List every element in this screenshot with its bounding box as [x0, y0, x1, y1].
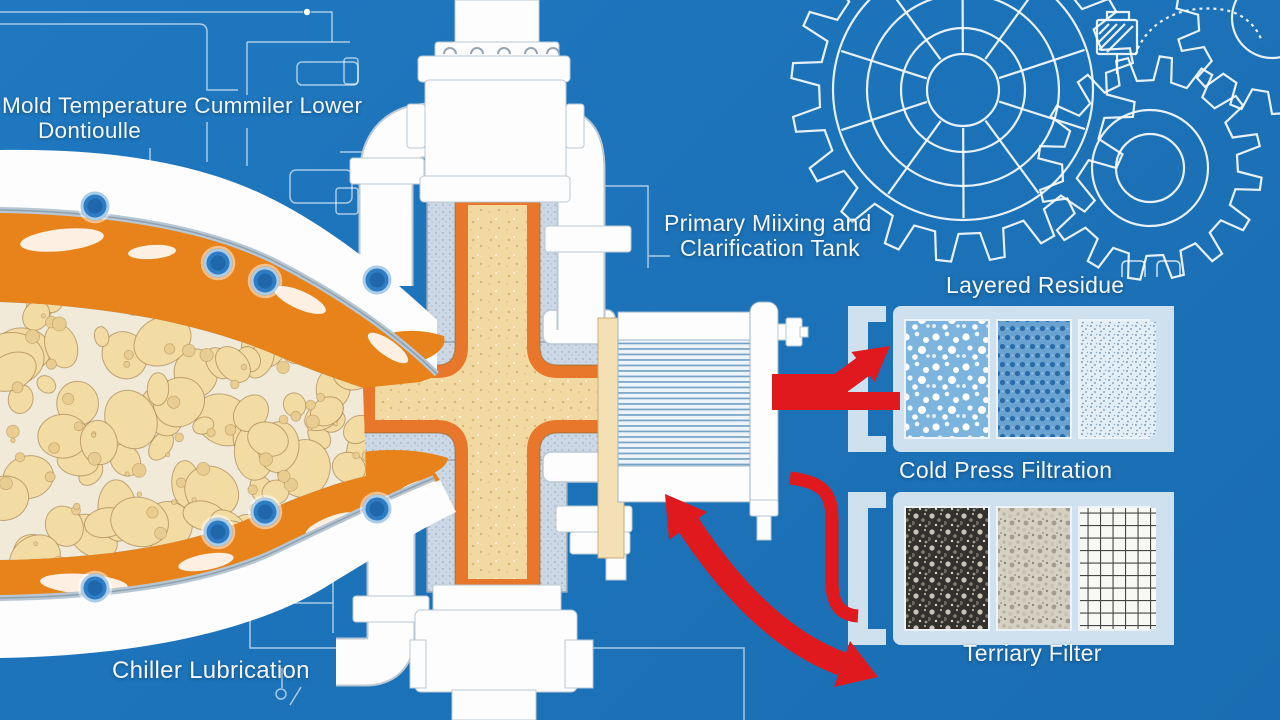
- label-primary-mixing-tank: Primary Miixing and Clarification Tank: [664, 210, 872, 262]
- cooling-filter-unit: [597, 301, 809, 559]
- body-lower-flange: [419, 175, 571, 203]
- molten-highlights: [20, 228, 435, 595]
- recirculation-arrowhead-down: [834, 641, 878, 687]
- lower-left-flange: [352, 595, 430, 623]
- right-bracket: [1150, 306, 1174, 452]
- horizontal-flow-bar: [772, 392, 900, 410]
- recirculation-arrow: [677, 517, 847, 676]
- label-chiller-lubrication: Chiller Lubrication: [112, 657, 310, 684]
- diagonal-flow-arrow: [772, 357, 871, 396]
- filter-panel-coarse-dark: [904, 506, 990, 631]
- lower-left-elbow-pipe: [336, 514, 414, 685]
- label-line: Dontioulle: [38, 117, 142, 143]
- label-line: Clarification Tank: [680, 235, 861, 262]
- filter-panel-fine-gray: [996, 506, 1072, 631]
- filter-panel-medium-mesh: [996, 319, 1072, 439]
- foam-cell-texture: [0, 302, 366, 560]
- label-line: Mold Temperature Cummiler Lower: [2, 93, 363, 118]
- label-cold-press-filtration: Cold Press Filtration: [899, 457, 1113, 483]
- bottom-outlet-pipe: [451, 689, 537, 720]
- flange-bolt-marks: [443, 47, 560, 55]
- label-terriary-filter: Terriary Filter: [963, 640, 1102, 666]
- layered-residue-group: [848, 306, 1174, 452]
- bottom-stud-nut: [749, 499, 779, 517]
- left-bracket: [848, 306, 886, 452]
- cooling-fins: [617, 339, 756, 467]
- label-mold-temperature-controller: Mold Temperature Cummiler Lower Dontioul…: [2, 93, 363, 144]
- molten-flow-upper: [0, 210, 437, 388]
- filter-groups: [848, 306, 1174, 645]
- tertiary-filter-group: [848, 492, 1174, 645]
- right-pipe-flange: [544, 225, 632, 253]
- filter-panel-grid-mesh: [1078, 506, 1160, 631]
- top-flange: [417, 55, 571, 83]
- left-pipe-flange: [349, 157, 425, 185]
- top-feed-pipe: [454, 0, 540, 47]
- recirculation-arrowhead-up: [665, 494, 707, 540]
- label-line: Primary Miixing and: [664, 210, 872, 236]
- flow-arrows: [665, 346, 900, 687]
- barrel-bolts: [77, 188, 395, 606]
- return-flow-tube: [789, 471, 859, 623]
- gear-train: [790, 0, 1280, 281]
- chain-link: [1133, 7, 1264, 56]
- diagonal-arrowhead: [851, 346, 890, 382]
- mixer-body: [424, 79, 567, 181]
- lower-manifold: [414, 609, 578, 693]
- mixing-head-pipes: [336, 0, 632, 687]
- filter-panel-coarse-bubble: [904, 319, 990, 439]
- lower-pipe-assembly: [409, 505, 633, 720]
- extruder-barrel: [0, 149, 456, 658]
- label-layered-residue: Layered Residue: [946, 272, 1125, 298]
- right-bracket: [1150, 492, 1174, 645]
- left-bracket: [848, 492, 886, 645]
- filter-panel-fine-speckle: [1078, 319, 1160, 439]
